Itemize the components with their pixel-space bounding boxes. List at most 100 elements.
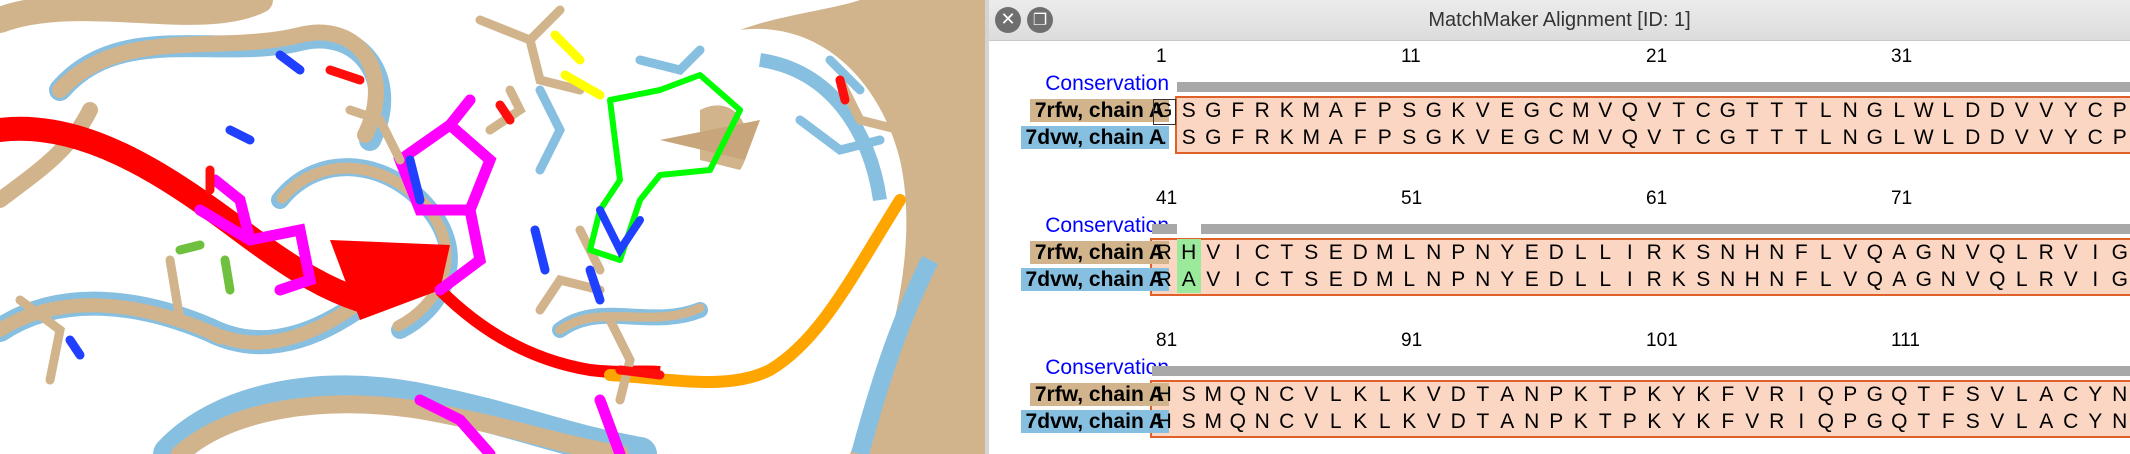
residue[interactable]: C	[2087, 126, 2103, 149]
residue[interactable]: R	[1156, 241, 1172, 264]
residue[interactable]: F	[1721, 410, 1735, 433]
residue[interactable]: M	[1376, 268, 1394, 291]
residue[interactable]: C	[1548, 99, 1564, 122]
residue[interactable]: P	[1377, 99, 1392, 122]
residue[interactable]: E	[1328, 241, 1343, 264]
residue[interactable]: G	[1866, 383, 1883, 406]
residue[interactable]: R	[1254, 99, 1270, 122]
residue[interactable]: C	[1254, 241, 1270, 264]
residue[interactable]: S	[1304, 241, 1319, 264]
residue[interactable]: W	[1913, 126, 1934, 149]
residue[interactable]: N	[2112, 383, 2128, 406]
residue[interactable]: P	[1843, 410, 1858, 433]
residue[interactable]: G	[1719, 126, 1736, 149]
residue[interactable]: C	[1695, 126, 1711, 149]
residue[interactable]: V	[1475, 126, 1490, 149]
residue[interactable]: Y	[2088, 410, 2103, 433]
residue[interactable]: V	[2014, 126, 2029, 149]
residue[interactable]: K	[1671, 268, 1686, 291]
residue[interactable]: G	[1523, 126, 1540, 149]
residue[interactable]: G	[1866, 99, 1883, 122]
residue[interactable]: F	[1794, 241, 1808, 264]
residue[interactable]: M	[1302, 99, 1321, 122]
residue[interactable]: E	[1500, 126, 1515, 149]
residue[interactable]: N	[1842, 99, 1858, 122]
residue[interactable]: V	[1598, 99, 1613, 122]
residue[interactable]: M	[1572, 99, 1590, 122]
close-icon[interactable]: ✕	[995, 7, 1021, 33]
residue[interactable]: F	[1941, 410, 1955, 433]
residue[interactable]: A	[1328, 126, 1343, 149]
residue[interactable]: D	[1548, 268, 1564, 291]
residue[interactable]: K	[1402, 410, 1417, 433]
residue[interactable]: A	[1328, 99, 1343, 122]
residue[interactable]: T	[1476, 383, 1490, 406]
residue[interactable]: T	[1598, 383, 1612, 406]
residue[interactable]: I	[1626, 241, 1633, 264]
residue[interactable]: L	[1329, 410, 1342, 433]
residue[interactable]: L	[1378, 383, 1391, 406]
residue[interactable]: T	[1280, 268, 1294, 291]
residue[interactable]: L	[1942, 99, 1955, 122]
residue[interactable]: G	[1425, 99, 1442, 122]
residue[interactable]: N	[1769, 241, 1785, 264]
residue[interactable]: N	[1475, 241, 1491, 264]
residue[interactable]: A	[1181, 268, 1196, 291]
residue[interactable]: Y	[1500, 268, 1515, 291]
residue[interactable]: L	[1329, 383, 1342, 406]
residue[interactable]: K	[1696, 383, 1711, 406]
residue[interactable]: C	[2087, 99, 2103, 122]
residue[interactable]: V	[1745, 410, 1760, 433]
residue[interactable]: W	[1913, 99, 1934, 122]
residue[interactable]: C	[1279, 383, 1295, 406]
chain-label[interactable]: 7rfw, chain A	[993, 98, 1169, 124]
residue[interactable]: K	[1402, 383, 1417, 406]
window-titlebar[interactable]: ✕ ❐ MatchMaker Alignment [ID: 1]	[989, 0, 2130, 41]
residue[interactable]: V	[1304, 383, 1319, 406]
residue[interactable]: H	[1744, 241, 1760, 264]
residue[interactable]: V	[1843, 268, 1858, 291]
residue[interactable]: F	[1721, 383, 1735, 406]
residue[interactable]: R	[1769, 383, 1785, 406]
residue[interactable]: T	[1770, 99, 1784, 122]
residue[interactable]: E	[1524, 241, 1539, 264]
residue[interactable]: I	[1798, 410, 1805, 433]
residue[interactable]: R	[1646, 268, 1662, 291]
residue[interactable]: C	[1548, 126, 1564, 149]
residue[interactable]: L	[2015, 268, 2028, 291]
residue[interactable]: K	[1671, 241, 1686, 264]
residue[interactable]: L	[2015, 410, 2028, 433]
residue[interactable]: S	[1965, 410, 1980, 433]
residue[interactable]: V	[1304, 410, 1319, 433]
chain-label[interactable]: 7rfw, chain A	[993, 382, 1169, 408]
residue[interactable]: V	[1206, 241, 1221, 264]
residue[interactable]: K	[1647, 383, 1662, 406]
residue[interactable]: I	[1234, 241, 1241, 264]
residue[interactable]: L	[1819, 268, 1832, 291]
residue[interactable]: Q	[1229, 383, 1246, 406]
residue[interactable]: C	[1695, 99, 1711, 122]
residue[interactable]: C	[1279, 410, 1295, 433]
residue[interactable]: C	[2063, 383, 2079, 406]
residue[interactable]: Y	[1671, 410, 1686, 433]
residue[interactable]: R	[2038, 241, 2054, 264]
residue[interactable]: R	[1769, 410, 1785, 433]
residue[interactable]: K	[1279, 99, 1294, 122]
residue[interactable]: V	[1965, 268, 1980, 291]
residue[interactable]: A	[2039, 410, 2054, 433]
float-window-icon[interactable]: ❐	[1027, 7, 1053, 33]
residue[interactable]: N	[1254, 383, 1270, 406]
residue[interactable]: F	[1231, 99, 1245, 122]
residue[interactable]: N	[1720, 268, 1736, 291]
residue[interactable]: G	[1866, 410, 1883, 433]
residue[interactable]: L	[2015, 241, 2028, 264]
residue[interactable]: N	[1940, 241, 1956, 264]
residue[interactable]: G	[1866, 126, 1883, 149]
residue[interactable]: F	[1794, 268, 1808, 291]
